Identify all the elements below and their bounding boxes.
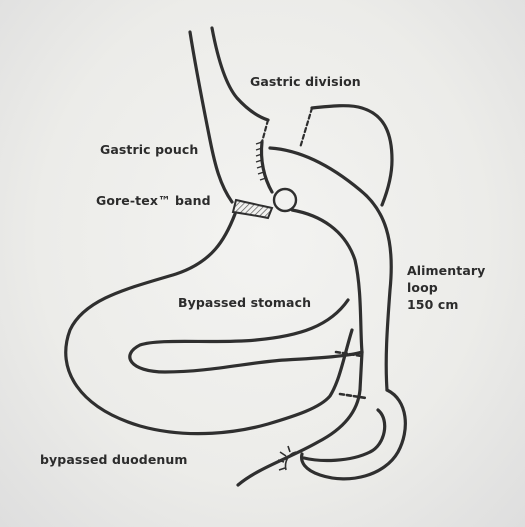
loop-crossing-2 (340, 394, 366, 398)
label-bypassed-duodenum: bypassed duodenum (40, 452, 188, 467)
alimentary-loop-line-3: 150 cm (407, 296, 485, 313)
label-bypassed-stomach: Bypassed stomach (178, 295, 311, 310)
goretex-band (233, 200, 272, 218)
stomach-outer-wall (66, 214, 352, 434)
alimentary-loop-line-1: Alimentary (407, 262, 485, 279)
gastric-division-left (262, 120, 268, 142)
stomach-inner-loop (130, 300, 362, 372)
duodenum-outer (238, 390, 360, 485)
gastric-division-right (300, 108, 312, 148)
label-gastric-division: Gastric division (250, 74, 361, 89)
label-alimentary-loop: Alimentary loop 150 cm (407, 262, 485, 313)
label-goretex-band: Gore-tex™ band (96, 193, 211, 208)
jejunum-outer (302, 390, 406, 479)
jejunum-inner (304, 410, 385, 460)
label-gastric-pouch: Gastric pouch (100, 142, 198, 157)
alimentary-loop-right (270, 148, 391, 390)
esophagus-left-wall (190, 32, 232, 202)
anastomosis-circle (274, 189, 296, 211)
alimentary-loop-line-2: loop (407, 279, 485, 296)
division-remnant-upper (312, 106, 392, 205)
